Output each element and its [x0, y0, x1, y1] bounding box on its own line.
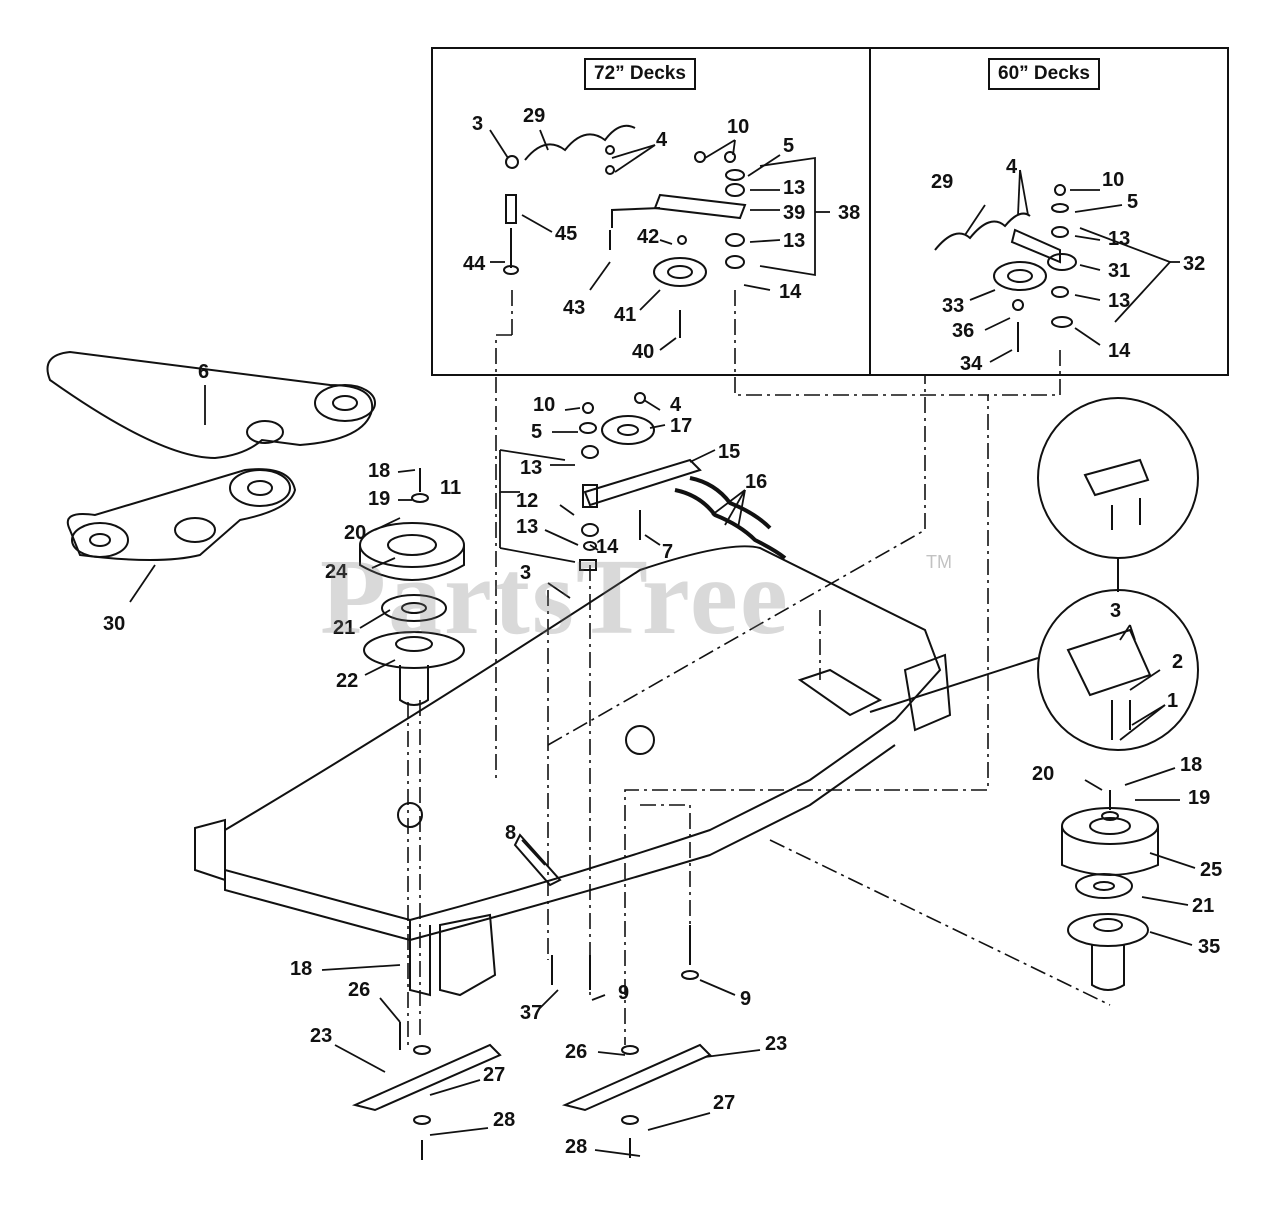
- callout-9: 9: [740, 988, 751, 1010]
- callout-20: 20: [1032, 763, 1054, 785]
- inset-title-72: 72” Decks: [584, 58, 696, 90]
- callout-28: 28: [493, 1109, 515, 1131]
- callout-38: 38: [838, 202, 860, 224]
- callout-25: 25: [1200, 859, 1222, 881]
- callout-13: 13: [1108, 290, 1130, 312]
- right-spindle-stack: [1061, 790, 1159, 991]
- callout-35: 35: [1198, 936, 1220, 958]
- callout-21: 21: [333, 617, 355, 639]
- callout-17: 17: [670, 415, 692, 437]
- callout-27: 27: [713, 1092, 735, 1114]
- callout-18: 18: [1180, 754, 1202, 776]
- callout-18: 18: [368, 460, 390, 482]
- callout-34: 34: [960, 353, 983, 375]
- leader-lines: [129, 129, 1196, 1157]
- detail-circles: [869, 397, 1199, 751]
- callout-36: 36: [952, 320, 974, 342]
- callout-14: 14: [779, 281, 802, 303]
- callout-41: 41: [614, 304, 636, 326]
- callout-39: 39: [783, 202, 805, 224]
- callout-4: 4: [670, 394, 682, 416]
- callout-23: 23: [310, 1025, 332, 1047]
- callout-5: 5: [531, 421, 542, 443]
- callout-18: 18: [290, 958, 312, 980]
- callout-4: 4: [1006, 156, 1018, 178]
- callout-3: 3: [472, 113, 483, 135]
- left-spindle-stack: [359, 468, 465, 706]
- callout-12: 12: [516, 490, 538, 512]
- blade-assemblies: [351, 925, 712, 1160]
- callout-26: 26: [348, 979, 370, 1001]
- inset-60-parts: [934, 184, 1077, 352]
- callout-26: 26: [565, 1041, 587, 1063]
- callout-6: 6: [198, 361, 209, 383]
- callout-44: 44: [463, 253, 486, 275]
- callout-5: 5: [783, 135, 794, 157]
- callout-40: 40: [632, 341, 654, 363]
- callout-13: 13: [783, 230, 805, 252]
- callout-19: 19: [1188, 787, 1210, 809]
- callout-2: 2: [1172, 651, 1183, 673]
- callout-21: 21: [1192, 895, 1214, 917]
- belt-assembly: [46, 350, 376, 561]
- callout-20: 20: [344, 522, 366, 544]
- callout-45: 45: [555, 223, 577, 245]
- callout-13: 13: [783, 177, 805, 199]
- callout-43: 43: [563, 297, 585, 319]
- callout-42: 42: [637, 226, 659, 248]
- callout-31: 31: [1108, 260, 1130, 282]
- callout-29: 29: [931, 171, 953, 193]
- callout-28: 28: [565, 1136, 587, 1158]
- callout-5: 5: [1127, 191, 1138, 213]
- callout-10: 10: [727, 116, 749, 138]
- callout-13: 13: [516, 516, 538, 538]
- callout-8: 8: [505, 822, 516, 844]
- callout-11: 11: [440, 477, 461, 499]
- inset-frame: [431, 47, 1229, 376]
- callout-1: 1: [1167, 690, 1178, 712]
- callout-9: 9: [618, 982, 629, 1004]
- construction-lines: [407, 290, 1111, 1050]
- callout-7: 7: [662, 541, 673, 563]
- callout-4: 4: [656, 129, 668, 151]
- callout-13: 13: [1108, 228, 1130, 250]
- callout-13: 13: [520, 457, 542, 479]
- callout-3: 3: [1110, 600, 1121, 622]
- callout-10: 10: [1102, 169, 1124, 191]
- inset-title-60: 60” Decks: [988, 58, 1100, 90]
- callout-29: 29: [523, 105, 545, 127]
- callout-32: 32: [1183, 253, 1205, 275]
- callout-16: 16: [745, 471, 767, 493]
- callout-27: 27: [483, 1064, 505, 1086]
- callout-15: 15: [718, 441, 740, 463]
- callout-numbers: 3 29 4 10 5 13 38 39 13 14 45 44 42 43 4…: [103, 105, 1222, 1158]
- callout-30: 30: [103, 613, 125, 635]
- mower-deck-shell: [194, 545, 952, 997]
- callout-33: 33: [942, 295, 964, 317]
- callout-19: 19: [368, 488, 390, 510]
- callout-14: 14: [1108, 340, 1131, 362]
- inset-72-parts: [503, 124, 747, 338]
- callout-10: 10: [533, 394, 555, 416]
- trademark-mark: TM: [926, 552, 952, 572]
- callout-14: 14: [596, 536, 619, 558]
- callout-23: 23: [765, 1033, 787, 1055]
- callout-24: 24: [325, 561, 348, 583]
- callout-37: 37: [520, 1002, 542, 1024]
- callout-22: 22: [336, 670, 358, 692]
- callout-3: 3: [520, 562, 531, 584]
